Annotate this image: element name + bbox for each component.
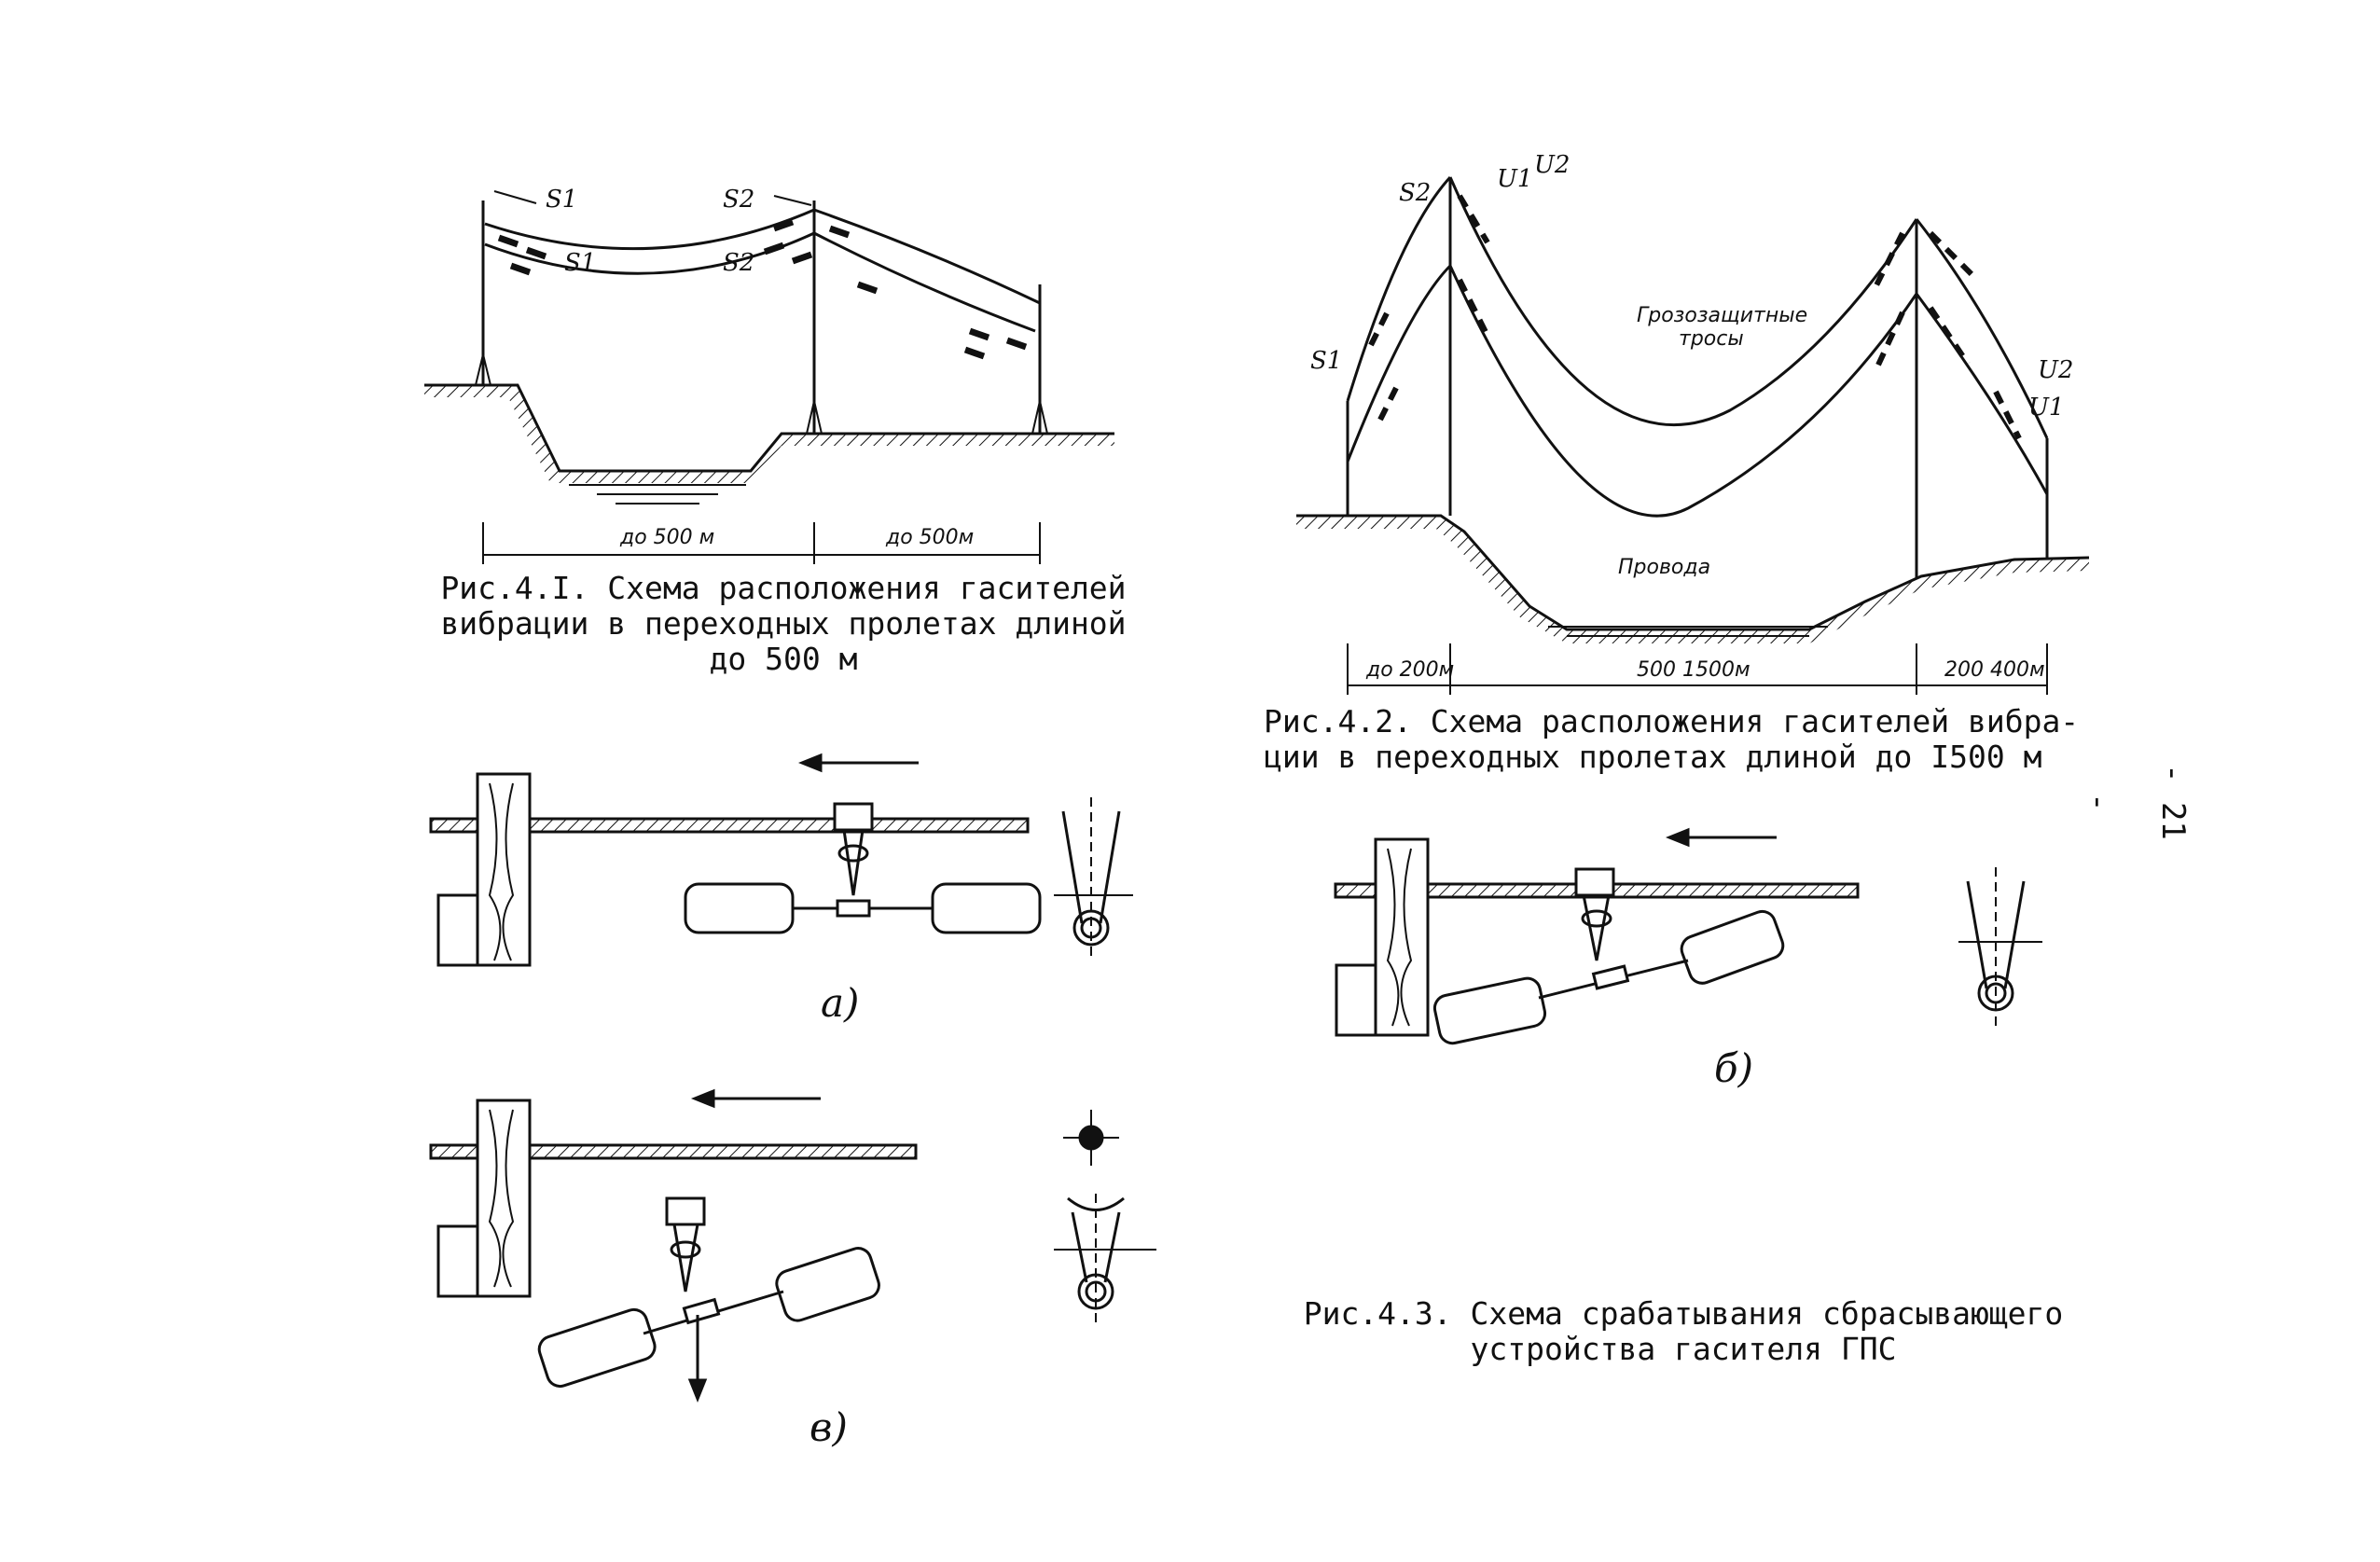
figure-4-3a-drawing bbox=[429, 753, 1133, 967]
water-lines bbox=[569, 484, 746, 505]
fig43-caption-line1: Рис.4.3. Схема срабатывания сбрасывающег… bbox=[1303, 1295, 2064, 1332]
fig42-label-u2: U2 bbox=[1534, 151, 1570, 179]
fig42-span-middle: 500 1500м bbox=[1637, 658, 1750, 682]
cable-a bbox=[429, 817, 1030, 834]
fig42-ground-wires-label-2: тросы bbox=[1679, 327, 1744, 351]
fig43-label-b: б) bbox=[1714, 1045, 1753, 1091]
weight-right-a bbox=[931, 882, 1042, 934]
vibration-dampers bbox=[497, 218, 1028, 360]
fig41-label-s2: S2 bbox=[723, 186, 754, 214]
ground-wire-right bbox=[1915, 218, 2049, 439]
figure-4-1-caption: Рис.4.I. Схема расположения гасителей ви… bbox=[415, 571, 1152, 677]
fig41-caption-line3: до 500 м bbox=[709, 641, 858, 677]
fig42-label-u1-right: U1 bbox=[2028, 394, 2064, 422]
weight-right-v bbox=[775, 1247, 880, 1322]
ground-hatch bbox=[424, 385, 1114, 483]
conductor-right-lower bbox=[813, 231, 1036, 333]
weight-left-a bbox=[684, 882, 795, 934]
fig42-label-s1: S1 bbox=[1310, 347, 1342, 375]
fig41-span-left: до 500 м bbox=[619, 526, 714, 549]
span-dimensions-2 bbox=[1347, 643, 2048, 695]
cable-v bbox=[429, 1143, 918, 1160]
fig42-caption-line2: ции в переходных пролетах длиной до I500… bbox=[1264, 739, 2042, 775]
fig42-ground-wires-label-1: Грозозащитные bbox=[1637, 304, 1807, 327]
wire-right bbox=[1915, 293, 2049, 495]
fig42-span-left: до 200м bbox=[1365, 658, 1454, 682]
weight-left-b bbox=[1432, 976, 1547, 1045]
ground-wire-left bbox=[1346, 175, 1452, 402]
fig42-label-u2-right: U2 bbox=[2038, 356, 2073, 384]
figure-4-3-caption: Рис.4.3. Схема срабатывания сбрасывающег… bbox=[1273, 1296, 2094, 1367]
page-number: - 21 - bbox=[2080, 764, 2192, 840]
figure-4-2-caption: Рис.4.2. Схема расположения гасителей ви… bbox=[1264, 704, 2122, 775]
weight-left-v bbox=[537, 1307, 657, 1389]
fig41-label-s1-lower: S1 bbox=[564, 249, 596, 277]
fig42-wires-label: Провода bbox=[1618, 556, 1710, 579]
conductor-upper bbox=[484, 208, 815, 251]
wire-main bbox=[1448, 265, 1918, 518]
fig41-span-right: до 500м bbox=[885, 526, 974, 549]
fig41-label-s1: S1 bbox=[546, 186, 577, 214]
fig41-caption-line1: Рис.4.I. Схема расположения гасителей bbox=[440, 570, 1127, 606]
fig42-label-s2: S2 bbox=[1399, 179, 1431, 207]
fig42-span-right: 200 400м bbox=[1944, 658, 2045, 682]
figure-4-3b-drawing bbox=[1334, 827, 2042, 1045]
figure-4-1-drawing bbox=[424, 190, 1114, 564]
ground-wire-main bbox=[1448, 176, 1918, 426]
weight-right-b bbox=[1680, 909, 1785, 985]
figure-4-3v-drawing bbox=[429, 1088, 1156, 1403]
fig43-label-a: а) bbox=[821, 980, 859, 1026]
wire-left bbox=[1346, 264, 1452, 463]
conductor-right-upper bbox=[813, 208, 1041, 305]
fig42-label-u1: U1 bbox=[1497, 165, 1532, 193]
fig43-caption-line2: устройства гасителя ГПС bbox=[1470, 1331, 1897, 1367]
water-lines-2 bbox=[1548, 626, 1828, 637]
fig41-caption-line2: вибрации в переходных пролетах длиной bbox=[440, 605, 1127, 642]
span-dimensions bbox=[482, 190, 1041, 564]
fig42-caption-line1: Рис.4.2. Схема расположения гасителей ви… bbox=[1264, 703, 2080, 740]
figure-4-2-drawing bbox=[1296, 175, 2090, 695]
fig41-label-s2-lower: S2 bbox=[723, 249, 754, 277]
fig43-label-v: в) bbox=[809, 1404, 848, 1450]
vibration-dampers-2 bbox=[1368, 194, 2022, 440]
